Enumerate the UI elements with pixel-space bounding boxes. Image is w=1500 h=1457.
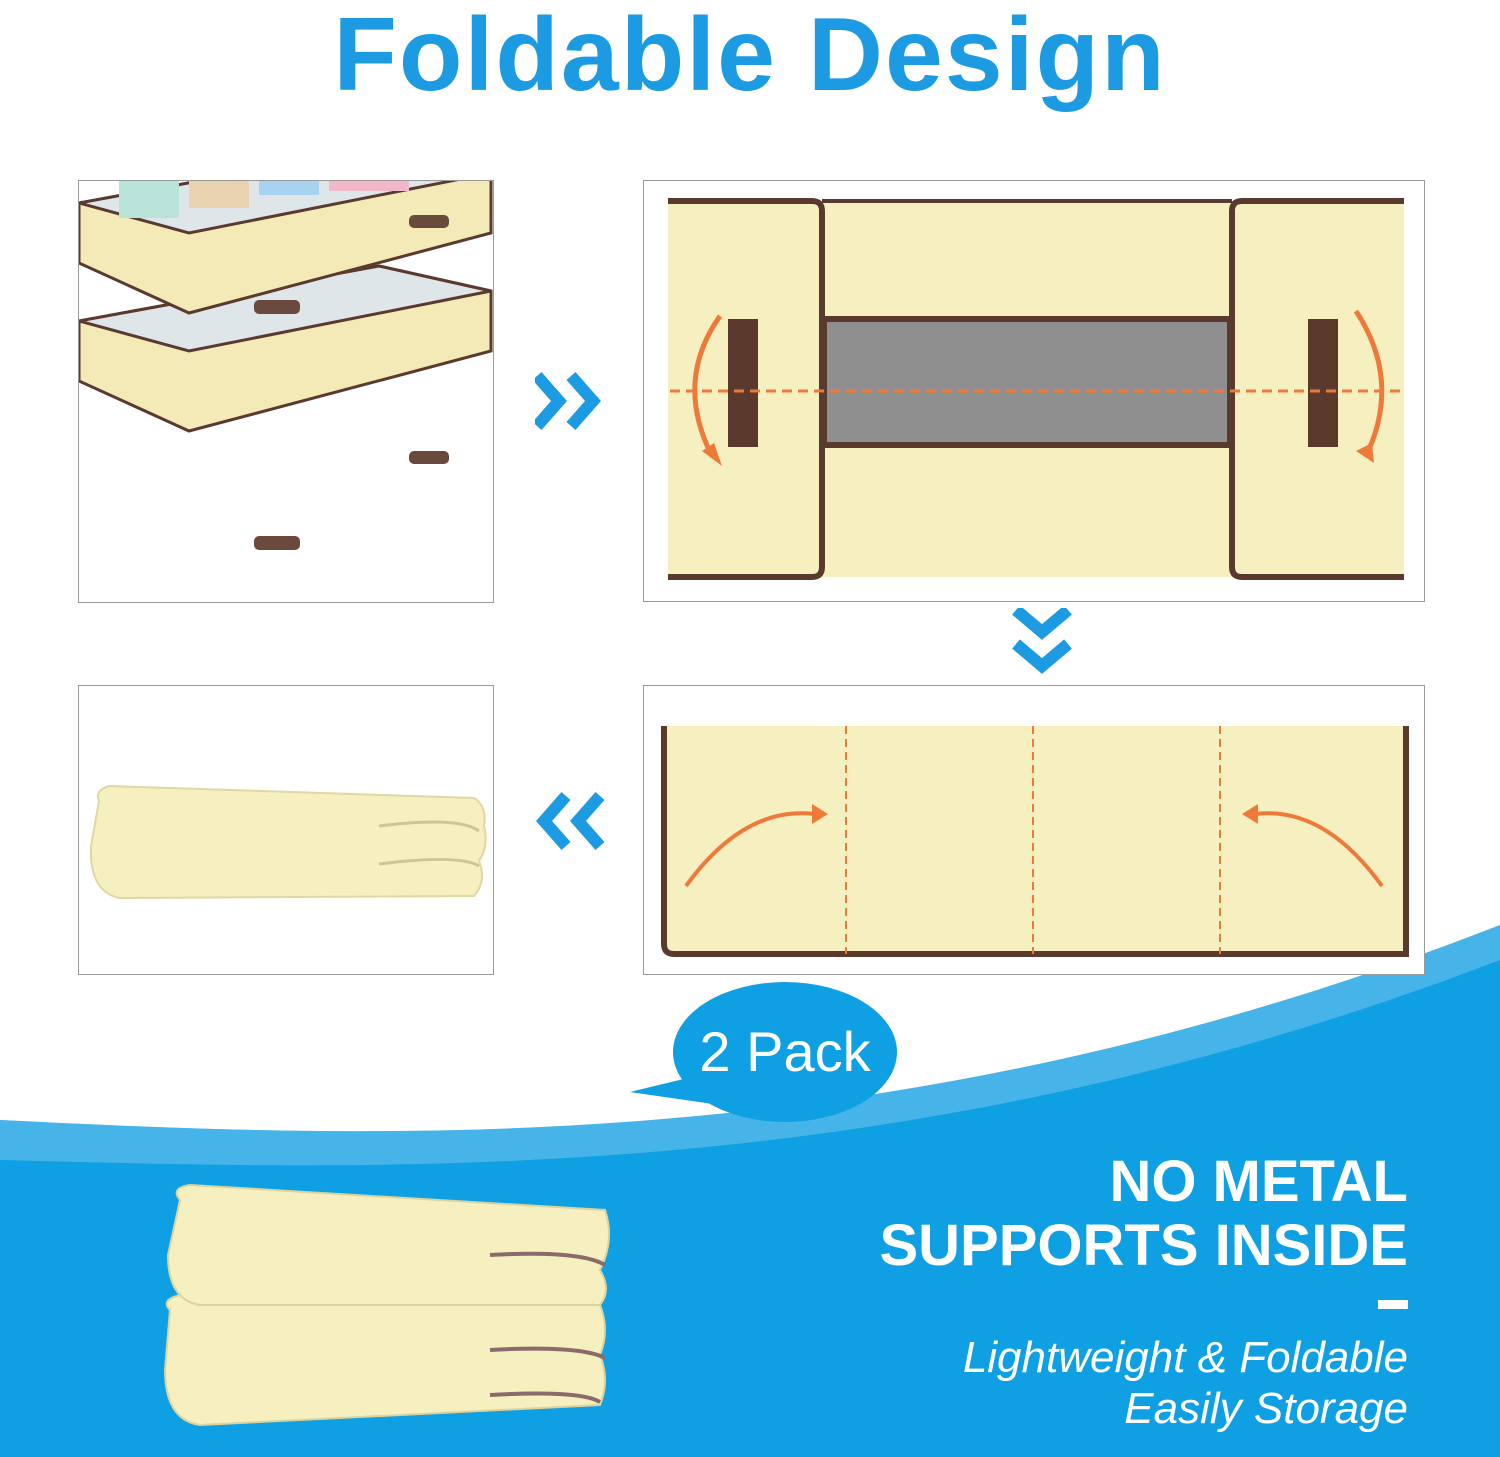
headline-line-1: NO METAL bbox=[1109, 1149, 1408, 1214]
chevron-down-double-icon bbox=[1012, 608, 1072, 674]
panel-folding-sides bbox=[643, 685, 1425, 975]
folding-sides-image bbox=[661, 726, 1409, 957]
unfolded-bag-image bbox=[668, 198, 1404, 580]
page-title: Foldable Design bbox=[333, 0, 1167, 113]
panel-folded bbox=[78, 685, 494, 975]
assembled-bags-image bbox=[77, 146, 493, 550]
chevron-left-double-icon bbox=[536, 792, 604, 850]
folded-bag-image bbox=[89, 784, 487, 900]
divider-dash bbox=[1378, 1300, 1408, 1309]
panel-assembled-bags bbox=[77, 146, 494, 603]
subtitle-line-2: Easily Storage bbox=[1124, 1384, 1408, 1433]
chevron-right-double-icon bbox=[535, 372, 601, 430]
headline-line-2: SUPPORTS INSIDE bbox=[879, 1213, 1408, 1278]
pack-count-badge: 2 Pack bbox=[699, 1020, 871, 1083]
folded-bags-stack-image bbox=[163, 1183, 610, 1427]
subtitle-line-1: Lightweight & Foldable bbox=[962, 1333, 1408, 1382]
panel-unfolded bbox=[643, 180, 1425, 602]
speech-bubble bbox=[630, 982, 897, 1122]
